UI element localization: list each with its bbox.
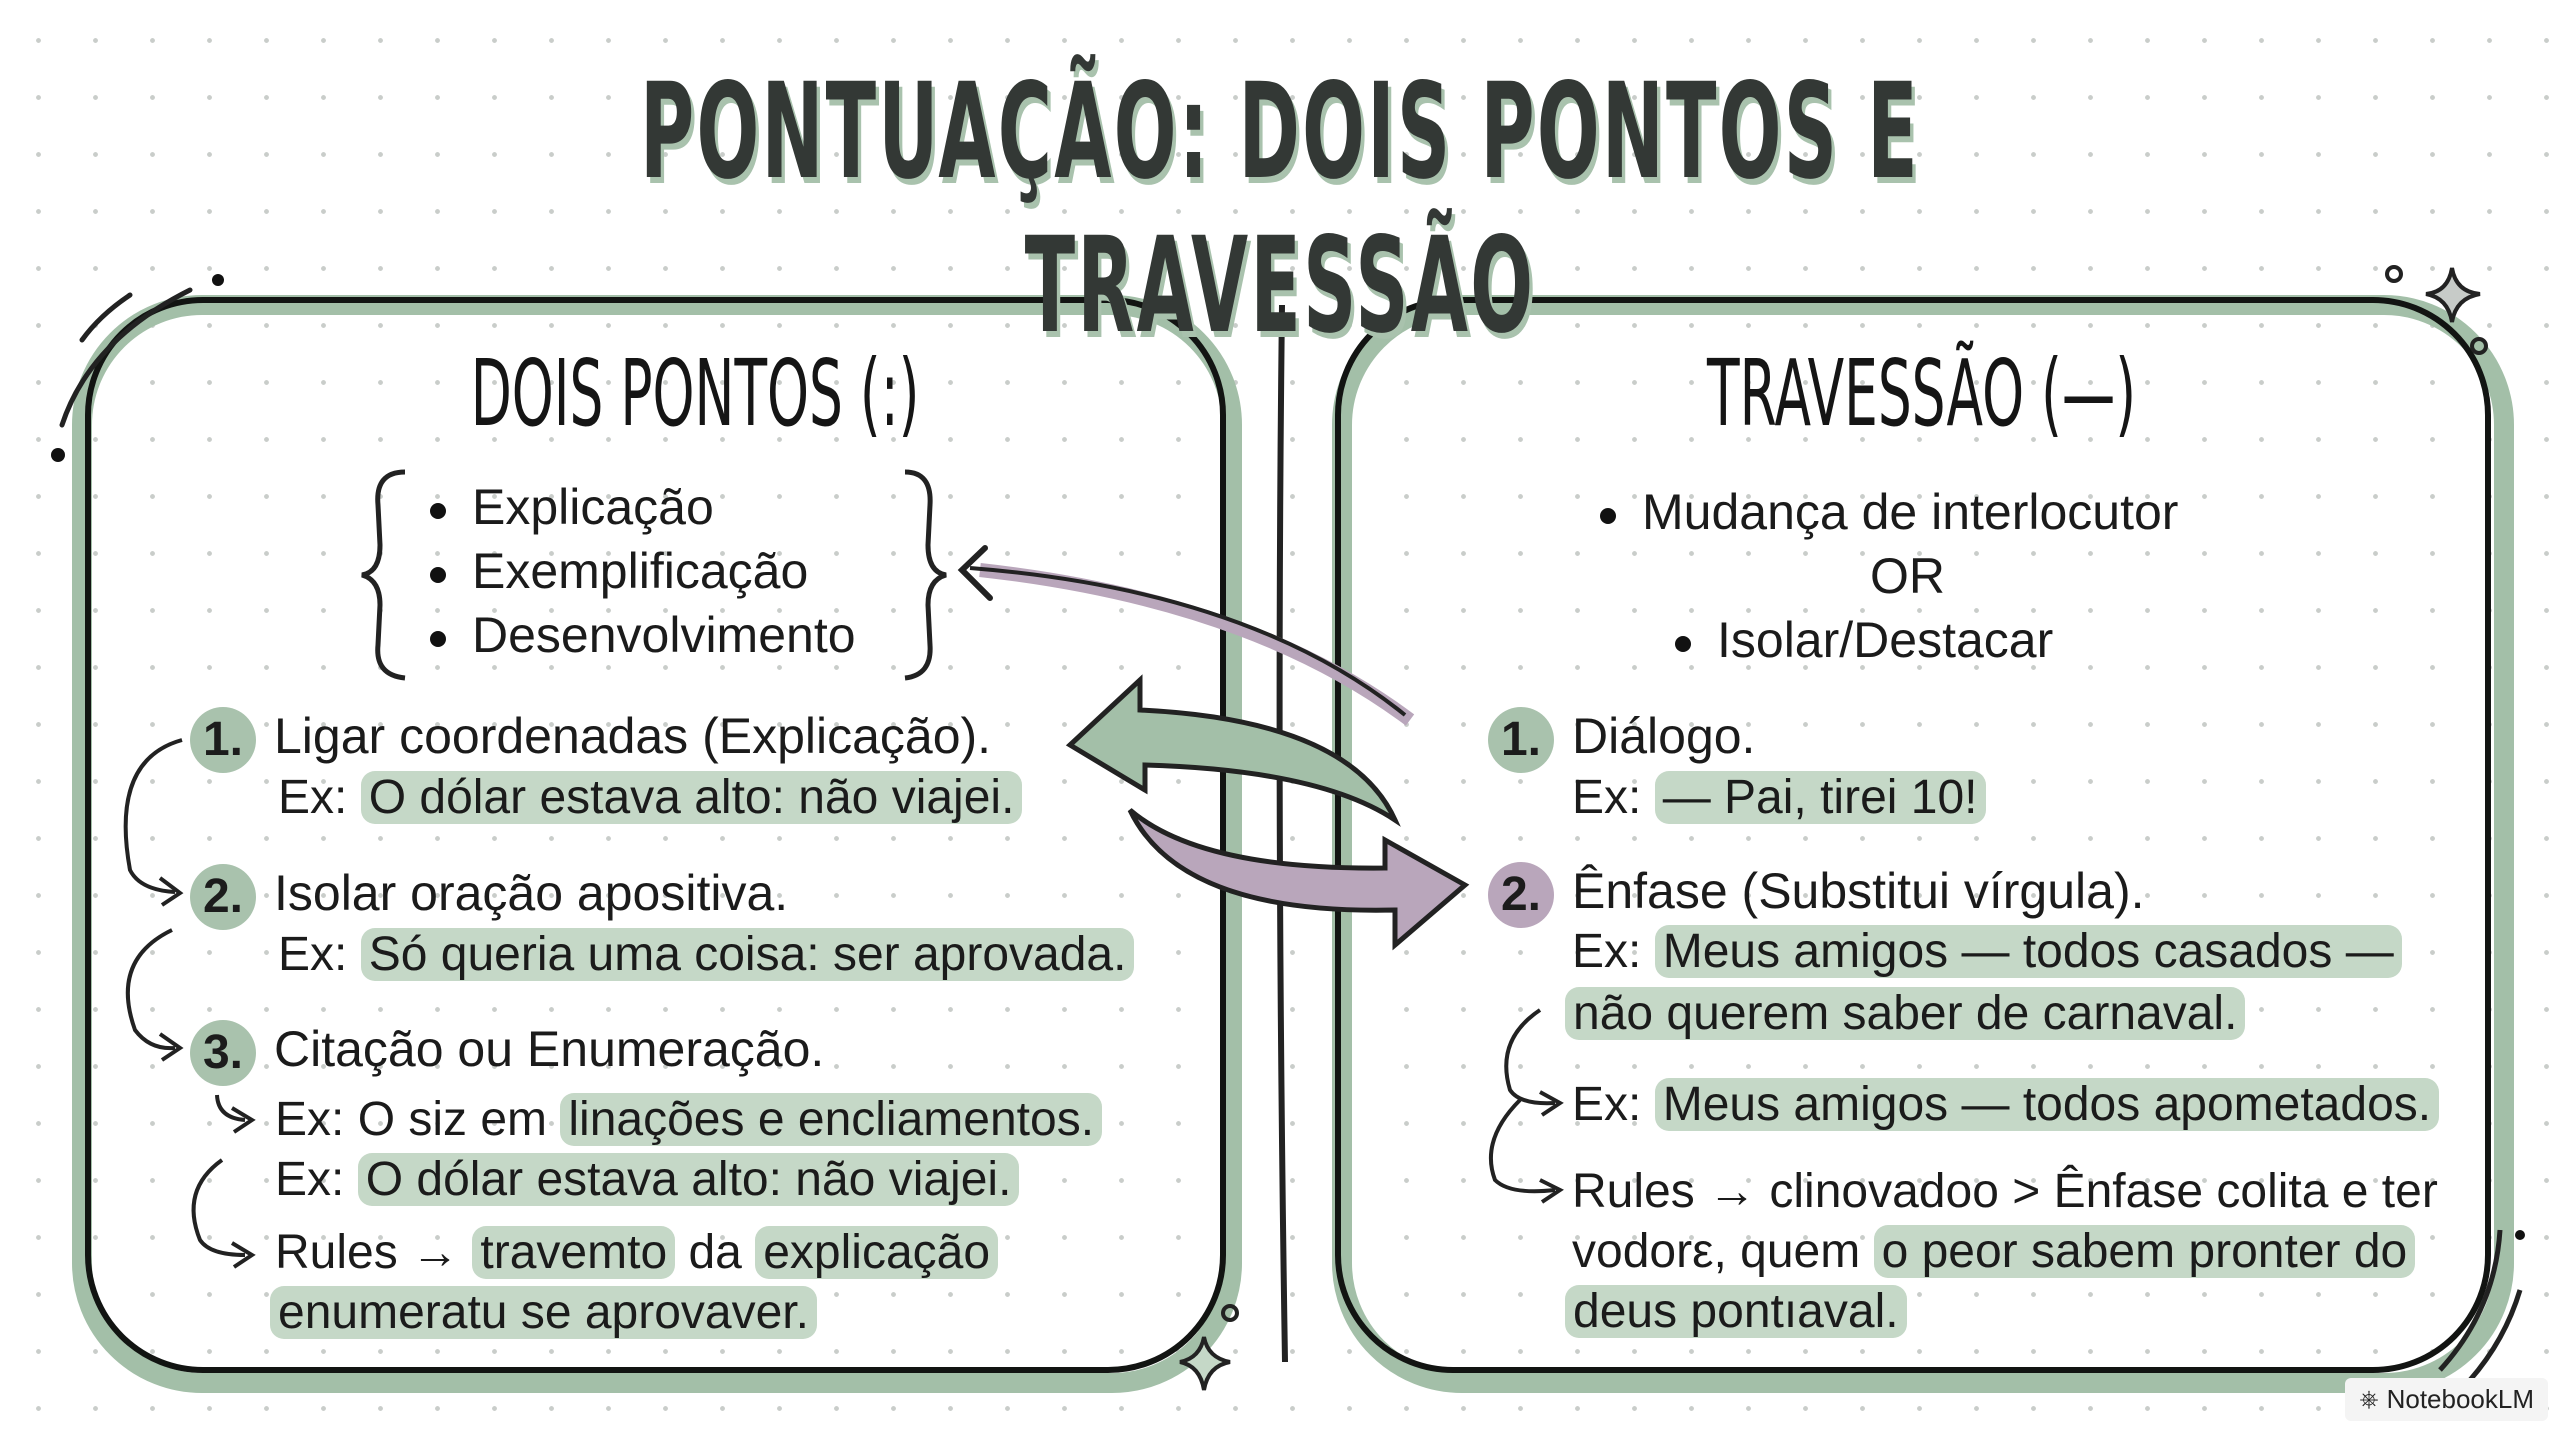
bullet-dot-icon [430, 630, 446, 647]
number-badge: 1. [190, 706, 256, 773]
right-rules-line-3: deus pontıaval. [1565, 1282, 1907, 1342]
page-title: PONTUAÇÃO: DOIS PONTOS E TRAVESSÃO [640, 55, 1920, 363]
right-panel-frame [1335, 297, 2491, 1373]
right-brace [904, 469, 947, 681]
right-item-2-example: Ex: Meus amigos — todos casados — [1572, 922, 2402, 982]
left-item-2-example: Ex: Só queria uma coisa: ser aprovada. [278, 925, 1135, 985]
number-badge: 3. [190, 1019, 256, 1086]
bullet-dot-icon [1675, 635, 1691, 652]
or-label: OR [1870, 548, 1945, 604]
right-bullet-2: Isolar/Destacar [1675, 608, 2053, 672]
number-badge: 2. [1488, 861, 1554, 928]
left-panel-frame-shadow [72, 295, 1242, 1393]
bullet-item: Explicação [430, 475, 856, 539]
center-divider [1276, 304, 1288, 1363]
bullet-item: Exemplificação [430, 539, 856, 603]
bullet-dot-icon [430, 502, 446, 519]
left-rules-line-2: enumeratu se aprovaver. [270, 1283, 817, 1343]
right-panel-frame-shadow [1332, 295, 2514, 1393]
left-item-1-example: Ex: O dólar estava alto: não viajei. [278, 768, 1023, 828]
curved-arrow-to-brace [969, 566, 1407, 717]
right-panel-heading: TRAVESSÃO (—) [1707, 340, 2137, 447]
right-example-2: Ex: Meus amigos — todos apometados. [1572, 1075, 2440, 1135]
left-panel-heading: DOIS PONTOS (:) [470, 340, 920, 447]
right-rules-line-1: Rules → clinovadoo > Ênfase colita e ter [1572, 1165, 2438, 1218]
left-rules-line-1: Rules → travemto da explicação [275, 1223, 999, 1283]
notebooklm-logo-icon: ⎈ [2359, 1385, 2379, 1413]
bullet-dot-icon [1600, 507, 1616, 524]
left-brace [361, 469, 406, 681]
left-bullet-list: Explicação Exemplificação Desenvolviment… [430, 475, 856, 667]
right-bullet-1: Mudança de interlocutor [1600, 480, 2178, 544]
left-item-2: 2.Isolar oração apositiva. [190, 862, 788, 930]
left-item-3-example-1: Ex: O siz em linações e encliamentos. [275, 1090, 1103, 1150]
number-badge: 1. [1488, 706, 1554, 773]
purple-swap-arrow [1127, 808, 1470, 951]
left-item-1: 1.Ligar coordenadas (Explicação). [190, 705, 991, 773]
bullet-item: Desenvolvimento [430, 603, 856, 667]
bullet-dot-icon [430, 566, 446, 583]
left-item-3: 3.Citação ou Enumeração. [190, 1018, 824, 1086]
notebooklm-watermark: ⎈ NotebookLM [2345, 1378, 2548, 1421]
left-panel-frame [85, 297, 1226, 1373]
right-rules-line-2: vodorε, quem o peor sabem pronter do [1572, 1222, 2416, 1282]
right-item-1-example: Ex: — Pai, tirei 10! [1572, 768, 1986, 828]
green-swap-arrow [1065, 674, 1401, 827]
left-item-3-example-2: Ex: O dólar estava alto: não viajei. [275, 1150, 1020, 1210]
right-item-2-example-line-2: não querem saber de carnaval. [1565, 984, 2246, 1044]
number-badge: 2. [190, 863, 256, 930]
right-item-2: 2.Ênfase (Substitui vírgula). [1488, 860, 2145, 928]
right-item-1: 1.Diálogo. [1488, 705, 1755, 773]
